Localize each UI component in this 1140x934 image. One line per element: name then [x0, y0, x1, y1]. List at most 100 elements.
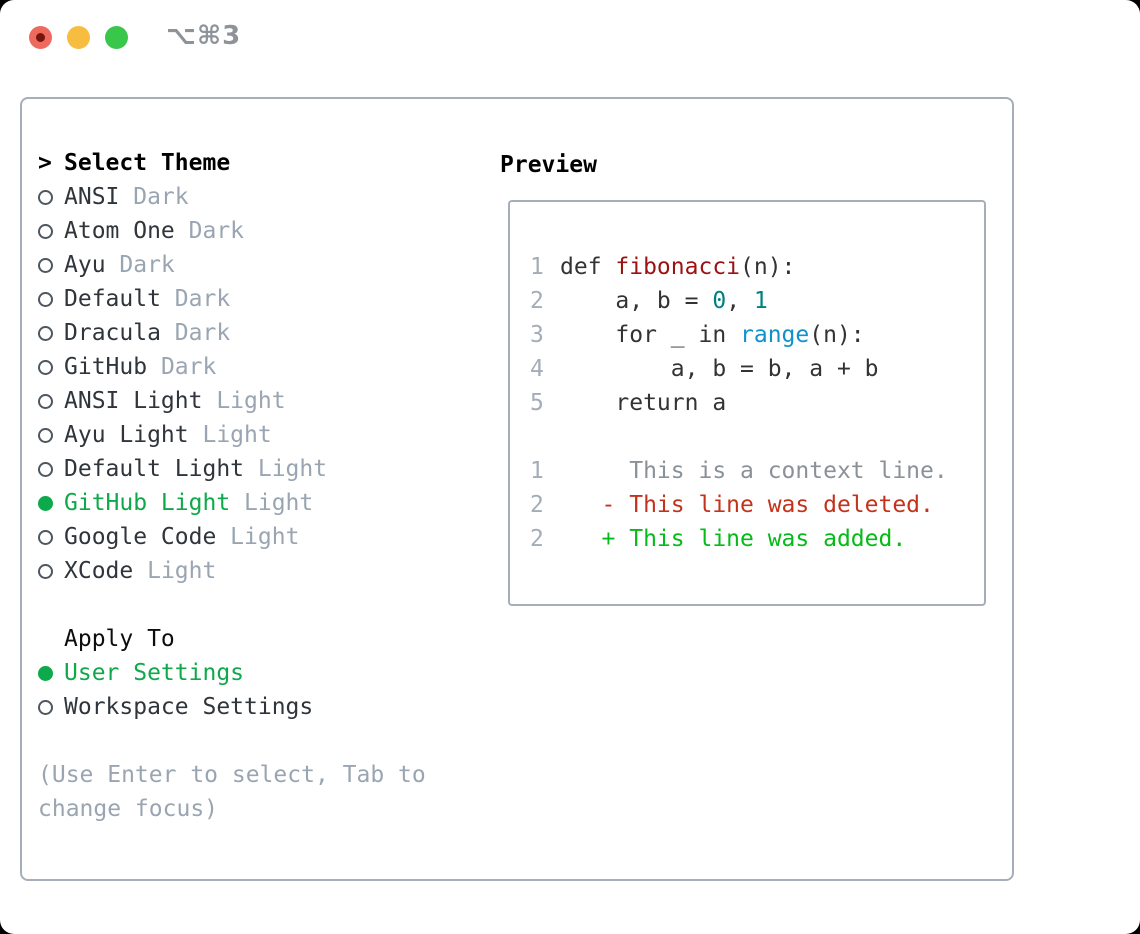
- theme-option[interactable]: Default Light Light: [38, 452, 426, 486]
- theme-option[interactable]: ANSI Light Light: [38, 384, 426, 418]
- radio-selected-icon[interactable]: [38, 495, 53, 511]
- theme-option[interactable]: XCode Light: [38, 554, 426, 588]
- traffic-lights: [29, 26, 128, 49]
- bullet-col: [38, 699, 64, 715]
- option-label: Atom One: [64, 218, 175, 244]
- close-button-icon[interactable]: [29, 26, 52, 49]
- bullet-col: [38, 495, 64, 511]
- code-line: 2 + This line was added.: [530, 522, 984, 556]
- option-label: User Settings: [64, 660, 245, 686]
- code-token: (n):: [740, 254, 796, 280]
- minimize-button-icon[interactable]: [67, 26, 90, 49]
- line-number: 2: [530, 288, 544, 314]
- bullet-col: [38, 189, 64, 205]
- option-label: Ayu Light: [64, 422, 189, 448]
- apply-to-option[interactable]: Workspace Settings: [38, 690, 426, 724]
- variant-label: Dark: [160, 286, 231, 312]
- theme-option[interactable]: Dracula Dark: [38, 316, 426, 350]
- option-label: Default: [64, 286, 161, 312]
- code-line: [530, 420, 984, 454]
- radio-icon[interactable]: [38, 563, 53, 579]
- zoom-button-icon[interactable]: [105, 26, 128, 49]
- theme-option[interactable]: Ayu Light Light: [38, 418, 426, 452]
- variant-label: Light: [202, 388, 286, 414]
- spacer: [38, 724, 426, 758]
- code-token: return a: [560, 390, 727, 416]
- radio-icon[interactable]: [38, 427, 53, 443]
- code-token: for _ in: [560, 322, 741, 348]
- option-label: Ayu: [64, 252, 106, 278]
- option-label: GitHub: [64, 354, 148, 380]
- window-title: ⌥⌘3: [166, 21, 242, 51]
- radio-selected-icon[interactable]: [38, 665, 53, 681]
- help-text-line-2: change focus): [38, 796, 219, 822]
- line-number: 2: [530, 526, 544, 552]
- help-text-line-1: (Use Enter to select, Tab to: [38, 762, 426, 788]
- theme-option[interactable]: Default Dark: [38, 282, 426, 316]
- radio-icon[interactable]: [38, 291, 53, 307]
- code-token: range: [740, 322, 810, 348]
- bullet-col: [38, 461, 64, 477]
- theme-option[interactable]: Google Code Light: [38, 520, 426, 554]
- code-token: a, b = b, a + b: [560, 356, 879, 382]
- variant-label: Dark: [147, 354, 217, 380]
- radio-icon[interactable]: [38, 529, 53, 545]
- line-number: 4: [530, 356, 544, 382]
- option-label: Dracula: [64, 320, 161, 346]
- option-label: ANSI: [64, 184, 120, 210]
- code-token: ,: [726, 288, 754, 314]
- radio-icon[interactable]: [38, 359, 53, 375]
- option-label: XCode: [64, 558, 134, 584]
- bullet-col: [38, 393, 64, 409]
- variant-label: Light: [133, 558, 217, 584]
- bullet-col: [38, 325, 64, 341]
- bullet-col: [38, 529, 64, 545]
- code-line: 4 a, b = b, a + b: [530, 352, 984, 386]
- bullet-col: [38, 359, 64, 375]
- code-token: + This line was added.: [560, 526, 907, 552]
- radio-icon[interactable]: [38, 223, 53, 239]
- theme-option[interactable]: GitHub Dark: [38, 350, 426, 384]
- code-line: 1 This is a context line.: [530, 454, 984, 488]
- bullet-col: [38, 563, 64, 579]
- code-token: (n):: [809, 322, 865, 348]
- radio-icon[interactable]: [38, 257, 53, 273]
- theme-option[interactable]: Ayu Dark: [38, 248, 426, 282]
- code-token: - This line was deleted.: [560, 492, 934, 518]
- theme-option[interactable]: GitHub Light Light: [38, 486, 426, 520]
- radio-icon[interactable]: [38, 699, 53, 715]
- option-label: ANSI Light: [64, 388, 203, 414]
- code-token: fibonacci: [615, 254, 741, 280]
- bullet-col: [38, 257, 64, 273]
- line-number: 2: [530, 492, 544, 518]
- bullet-col: [38, 427, 64, 443]
- line-number: 5: [530, 390, 544, 416]
- radio-icon[interactable]: [38, 461, 53, 477]
- option-label: GitHub Light: [64, 490, 231, 516]
- code-token: 0: [712, 288, 727, 314]
- line-number: 1: [530, 458, 544, 484]
- variant-label: Light: [244, 456, 328, 482]
- line-number: 1: [530, 254, 544, 280]
- theme-option[interactable]: ANSI Dark: [38, 180, 426, 214]
- spacer: [38, 588, 426, 622]
- variant-label: Light: [216, 524, 300, 550]
- radio-icon[interactable]: [38, 325, 53, 341]
- variant-label: Dark: [105, 252, 175, 278]
- variant-label: Dark: [174, 218, 245, 244]
- code-token: a, b =: [560, 288, 713, 314]
- radio-icon[interactable]: [38, 393, 53, 409]
- apply-to-option[interactable]: User Settings: [38, 656, 426, 690]
- variant-label: Dark: [160, 320, 231, 346]
- radio-icon[interactable]: [38, 189, 53, 205]
- code-line: 2 - This line was deleted.: [530, 488, 984, 522]
- theme-option[interactable]: Atom One Dark: [38, 214, 426, 248]
- code-line: 2 a, b = 0, 1: [530, 284, 984, 318]
